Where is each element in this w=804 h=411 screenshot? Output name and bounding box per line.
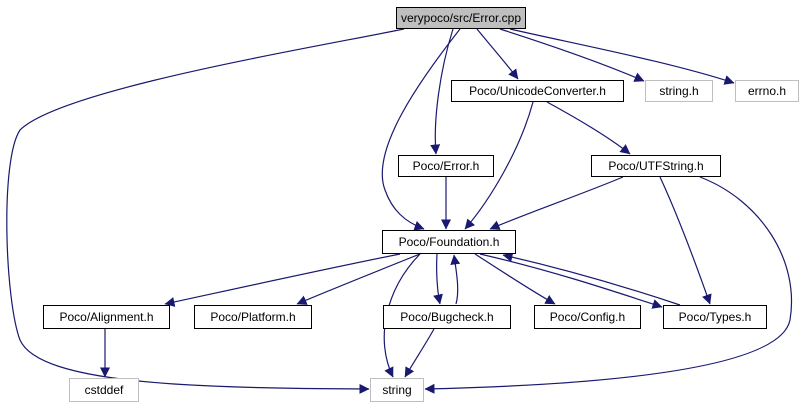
node-foundation-h[interactable]: Poco/Foundation.h: [382, 230, 516, 254]
node-utf-string-h[interactable]: Poco/UTFString.h: [591, 155, 721, 177]
node-alignment-h[interactable]: Poco/Alignment.h: [43, 305, 170, 329]
node-error-h[interactable]: Poco/Error.h: [398, 155, 494, 177]
edge-foundation-to-types: [479, 253, 663, 309]
edge-foundation-to-alignment: [164, 253, 401, 307]
edge-unicode-converter-to-utf-string: [546, 101, 631, 155]
node-string: string: [370, 378, 424, 402]
edge-types-to-foundation: [502, 252, 681, 306]
edge-foundation-to-bugcheck: [433, 253, 443, 305]
edge-foundation-to-platform: [296, 253, 421, 305]
edge-bugcheck-to-string: [404, 328, 435, 378]
node-bugcheck-h[interactable]: Poco/Bugcheck.h: [383, 305, 511, 329]
node-string-h: string.h: [645, 80, 713, 102]
edge-root-to-unicode-converter: [476, 28, 519, 80]
edge-root-to-string-h: [499, 28, 645, 82]
node-unicode-converter-h[interactable]: Poco/UnicodeConverter.h: [451, 80, 624, 102]
edge-root-to-string: [6, 28, 405, 394]
node-root-error-cpp: verypoco/src/Error.cpp: [396, 7, 526, 29]
node-errno-h: errno.h: [735, 80, 799, 102]
node-types-h[interactable]: Poco/Types.h: [663, 305, 767, 329]
edge-unicode-converter-to-foundation: [464, 101, 534, 230]
edge-utf-string-to-types: [659, 176, 712, 305]
edge-utf-string-to-string: [424, 176, 793, 394]
node-cstddef: cstddef: [69, 378, 139, 402]
edge-foundation-to-config: [474, 253, 556, 305]
node-platform-h[interactable]: Poco/Platform.h: [194, 305, 312, 329]
edge-utf-string-to-foundation: [489, 176, 624, 230]
edge-root-to-errno-h: [509, 28, 735, 85]
edge-bugcheck-to-foundation: [450, 254, 461, 305]
node-config-h[interactable]: Poco/Config.h: [534, 305, 641, 329]
edge-root-to-foundation: [381, 28, 461, 231]
